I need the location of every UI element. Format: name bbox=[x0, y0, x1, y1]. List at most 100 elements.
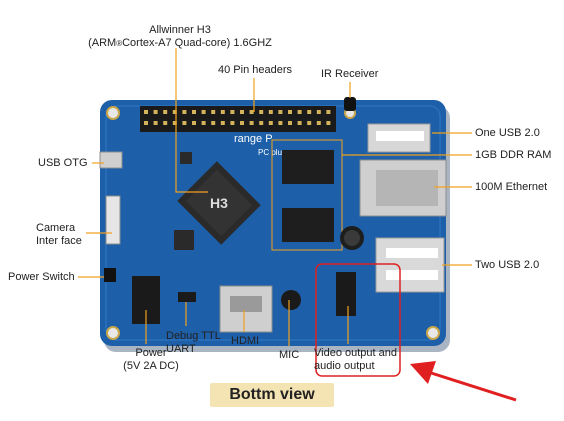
header-pin bbox=[316, 110, 321, 114]
label-soc: Allwinner H3 (ARM®Cortex-A7 Quad-core) 1… bbox=[80, 24, 280, 50]
red-arrow-head bbox=[410, 361, 436, 384]
label-usb-otg: USB OTG bbox=[38, 157, 88, 169]
label-camera: Camera Inter face bbox=[36, 222, 82, 248]
ddr-ram-chip bbox=[282, 150, 334, 184]
av-jack bbox=[336, 272, 356, 316]
soc-chip-face bbox=[185, 169, 253, 237]
label-soc-line2-pre: (ARM bbox=[88, 37, 117, 49]
label-hdmi: HDMI bbox=[231, 335, 260, 347]
header-pin bbox=[230, 110, 235, 114]
two-usb-port-tongue bbox=[386, 248, 438, 258]
label-camera-line2: Inter face bbox=[36, 235, 82, 247]
label-video: Video output and audio output bbox=[314, 347, 397, 373]
label-camera-line1: Camera bbox=[36, 222, 76, 234]
label-mic: MIC bbox=[279, 349, 300, 361]
two-usb-port bbox=[375, 237, 445, 293]
mic-component bbox=[281, 290, 301, 310]
pmic-chip bbox=[174, 230, 194, 250]
header-pin bbox=[163, 121, 168, 125]
header-pin bbox=[259, 110, 264, 114]
power-switch-component bbox=[104, 268, 116, 282]
ddr-area-outline bbox=[271, 139, 343, 251]
header-pin bbox=[259, 121, 264, 125]
header-pin bbox=[211, 121, 216, 125]
label-pin-headers: 40 Pin headers bbox=[218, 64, 292, 76]
header-pin bbox=[297, 110, 302, 114]
label-ir-receiver: IR Receiver bbox=[321, 68, 379, 80]
capacitor-top bbox=[344, 230, 360, 246]
silkscreen-brand: range P bbox=[234, 133, 273, 145]
header-pin bbox=[268, 110, 273, 114]
registered-mark: ® bbox=[116, 39, 123, 48]
header-pin bbox=[144, 121, 148, 125]
label-video-line1: Video output and bbox=[314, 347, 397, 359]
usb-otg-port bbox=[99, 151, 123, 169]
red-arrow bbox=[410, 361, 517, 402]
header-pin bbox=[201, 110, 206, 114]
mount-hole bbox=[106, 106, 120, 120]
header-pin bbox=[144, 110, 148, 114]
pin-header-40 bbox=[140, 106, 336, 132]
header-pin bbox=[182, 110, 187, 114]
header-pin bbox=[249, 110, 254, 114]
header-pin bbox=[182, 121, 187, 125]
header-pin bbox=[240, 121, 244, 125]
label-one-usb: One USB 2.0 bbox=[475, 127, 540, 139]
label-soc-line2-post: Cortex-A7 Quad-core) 1.6GHZ bbox=[122, 37, 272, 49]
ddr-ram-chip bbox=[282, 208, 334, 242]
label-ethernet: 100M Ethernet bbox=[475, 181, 548, 193]
header-pin bbox=[153, 110, 158, 114]
label-power: Power (5V 2A DC) bbox=[116, 347, 186, 373]
label-ddr-ram: 1GB DDR RAM bbox=[475, 149, 552, 161]
header-pin bbox=[288, 121, 292, 125]
label-video-line2: audio output bbox=[314, 360, 375, 372]
hdmi-port-inner bbox=[230, 296, 262, 312]
soc-chip-mark: H3 bbox=[210, 195, 228, 211]
label-power-switch: Power Switch bbox=[8, 271, 75, 283]
header-pin bbox=[297, 121, 302, 125]
label-power-line1: Power bbox=[135, 347, 167, 359]
label-two-usb: Two USB 2.0 bbox=[475, 259, 540, 271]
header-pin bbox=[201, 121, 206, 125]
header-pin bbox=[307, 121, 312, 125]
two-usb-port-tongue bbox=[386, 270, 438, 280]
header-pin bbox=[172, 121, 177, 125]
header-pin bbox=[249, 121, 254, 125]
leader-soc bbox=[175, 48, 208, 193]
camera-connector bbox=[105, 195, 121, 245]
ir-receiver-component bbox=[344, 97, 356, 111]
debug-uart-header bbox=[178, 292, 196, 302]
label-soc-line1: Allwinner H3 bbox=[149, 24, 211, 36]
pin-header-pins bbox=[144, 110, 331, 125]
one-usb-port-tongue bbox=[376, 131, 424, 141]
header-pin bbox=[268, 121, 273, 125]
header-pin bbox=[316, 121, 321, 125]
header-pin bbox=[230, 121, 235, 125]
header-pin bbox=[326, 110, 331, 114]
header-pin bbox=[220, 121, 225, 125]
header-pin bbox=[192, 110, 196, 114]
header-pin bbox=[278, 121, 283, 125]
header-pin bbox=[163, 110, 168, 114]
header-pin bbox=[288, 110, 292, 114]
highlight-box bbox=[315, 263, 401, 377]
header-pin bbox=[211, 110, 216, 114]
label-debug-line1: Debug TTL bbox=[166, 330, 221, 342]
caption-bottom-view: Bottm view bbox=[210, 383, 334, 407]
header-pin bbox=[240, 110, 244, 114]
leader-lines bbox=[78, 48, 472, 346]
mount-hole bbox=[106, 326, 120, 340]
mount-hole bbox=[426, 326, 440, 340]
header-pin bbox=[278, 110, 283, 114]
header-pin bbox=[307, 110, 312, 114]
header-pin bbox=[220, 110, 225, 114]
label-soc-line2: (ARM®Cortex-A7 Quad-core) 1.6GHZ bbox=[80, 37, 280, 50]
label-debug: Debug TTL UART bbox=[166, 330, 221, 356]
label-debug-line2: UART bbox=[166, 343, 196, 355]
ethernet-port-inner bbox=[376, 170, 438, 206]
header-pin bbox=[326, 121, 331, 125]
header-pin bbox=[172, 110, 177, 114]
label-power-line2: (5V 2A DC) bbox=[123, 360, 179, 372]
red-arrow-shaft bbox=[427, 370, 517, 402]
